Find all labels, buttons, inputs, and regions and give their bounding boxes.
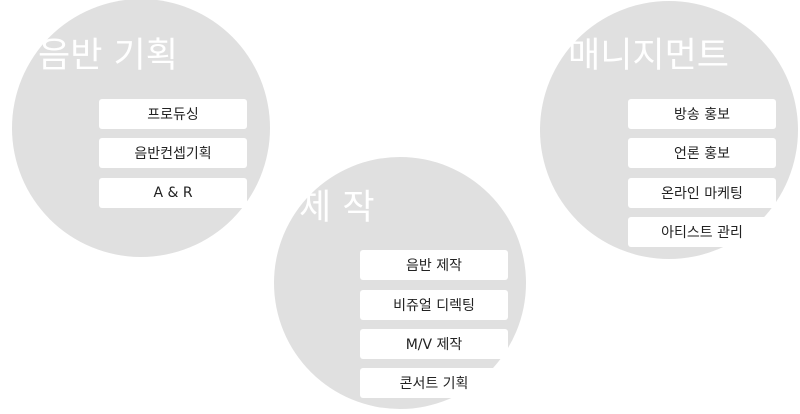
item-artist-management[interactable]: 아티스트 관리 <box>628 217 776 247</box>
item-a-and-r[interactable]: A & R <box>99 178 247 208</box>
item-album-concept-planning[interactable]: 음반컨셉기획 <box>99 138 247 168</box>
section-title-album-planning: 음반 기획 <box>38 36 178 76</box>
item-concert-planning[interactable]: 콘서트 기획 <box>360 368 508 398</box>
section-circle-management <box>540 1 798 259</box>
item-online-marketing[interactable]: 온라인 마케팅 <box>628 178 776 208</box>
item-broadcast-promotion[interactable]: 방송 홍보 <box>628 99 776 129</box>
section-title-management: 매니지먼트 <box>568 36 730 76</box>
section-circle-production <box>274 157 526 409</box>
item-visual-directing[interactable]: 비쥬얼 디렉팅 <box>360 290 508 320</box>
item-press-promotion[interactable]: 언론 홍보 <box>628 138 776 168</box>
item-producing[interactable]: 프로듀싱 <box>99 99 247 129</box>
section-title-production: 제 작 <box>299 188 375 228</box>
item-album-production[interactable]: 음반 제작 <box>360 250 508 280</box>
item-mv-production[interactable]: M/V 제작 <box>360 329 508 359</box>
